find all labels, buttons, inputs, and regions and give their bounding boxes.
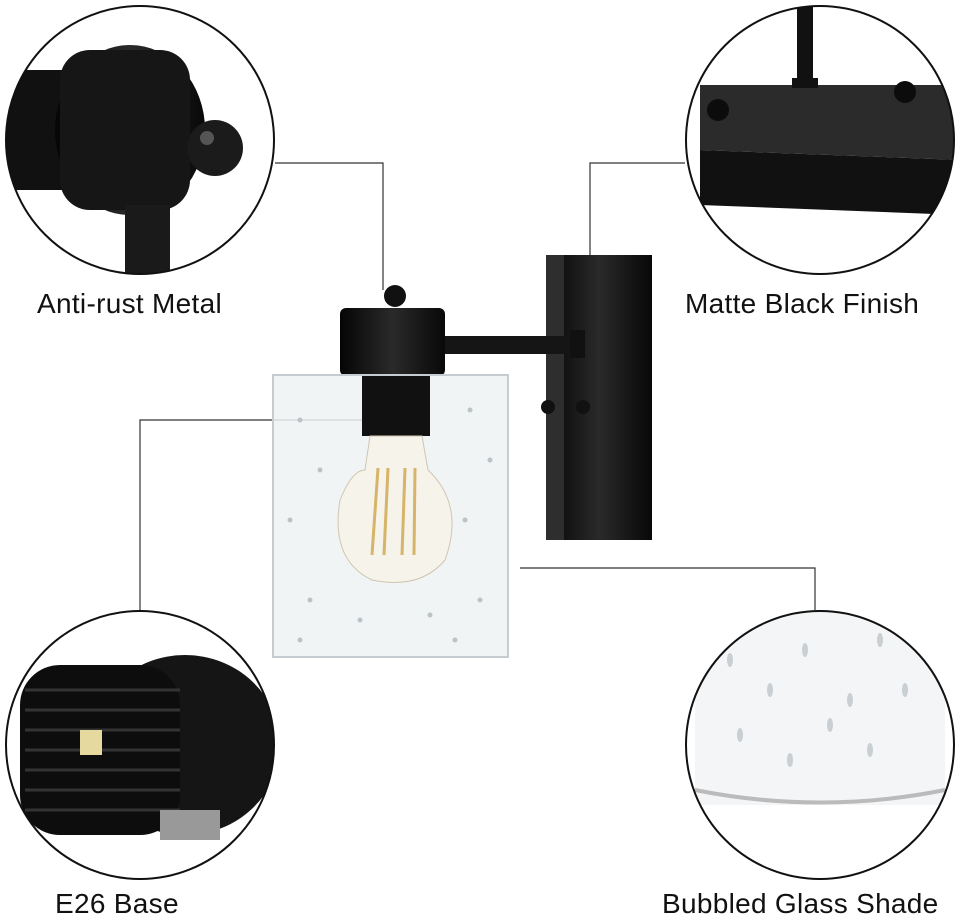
bubbled-glass-detail [686,611,954,879]
e26-base-detail [6,611,274,879]
callout-e26-base: E26 Base [55,888,179,919]
matte-black-finish-detail [686,6,954,274]
wall-sconce [272,255,652,658]
callout-anti-rust-metal: Anti-rust Metal [37,288,222,319]
callout-bubbled-glass-shade: Bubbled Glass Shade [662,888,939,919]
anti-rust-metal-detail [6,6,274,274]
callout-matte-black-finish: Matte Black Finish [685,288,920,319]
